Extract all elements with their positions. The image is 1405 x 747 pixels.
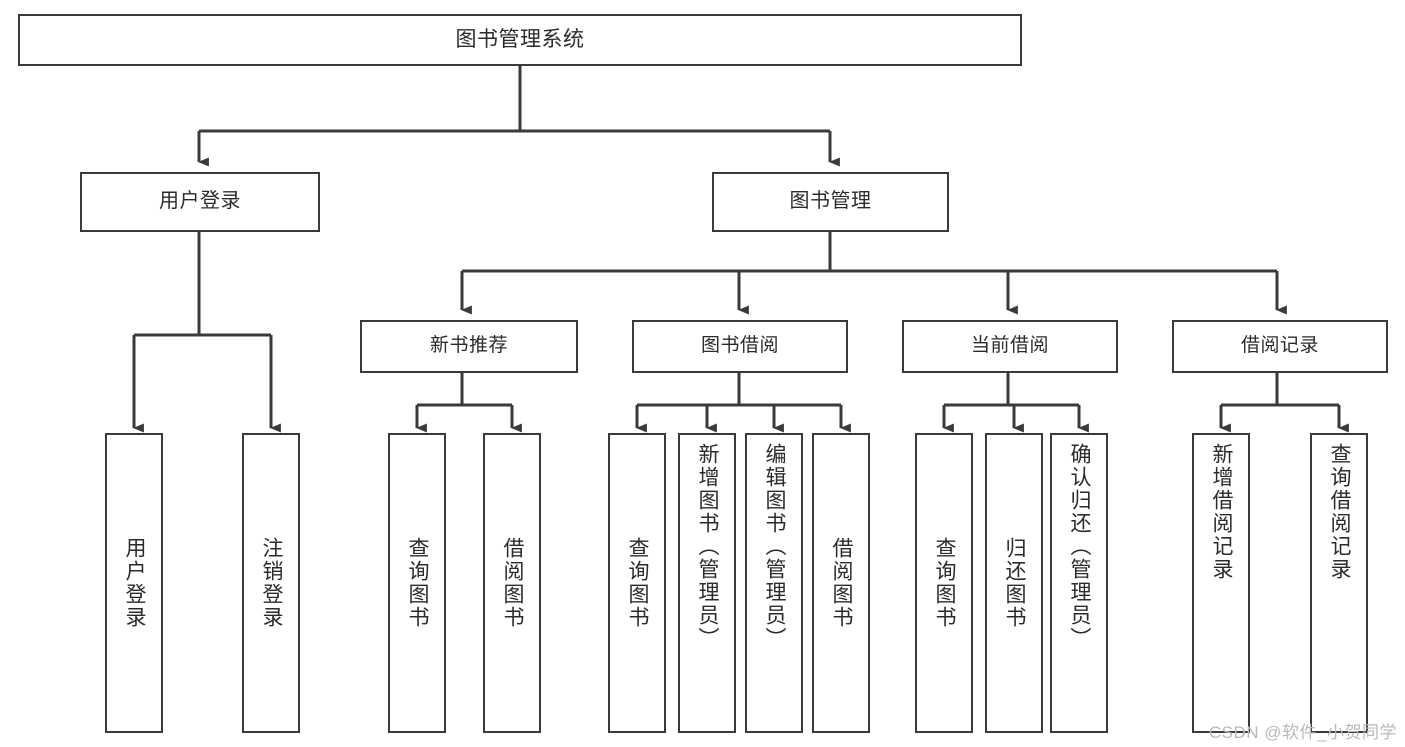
node-current-borrow[interactable]: 当前借阅 [902, 320, 1118, 373]
node-leaf-add-record[interactable]: 新增借阅记录 [1192, 433, 1250, 733]
node-leaf-query-book-2-label: 查询图书 [626, 537, 650, 629]
node-leaf-user-login[interactable]: 用户登录 [105, 433, 163, 733]
node-leaf-logout-label: 注销登录 [260, 537, 284, 629]
node-leaf-confirm-return[interactable]: 确认归还（管理员） [1050, 433, 1108, 733]
node-leaf-borrow-book-1-label: 借阅图书 [501, 537, 525, 629]
node-leaf-add-book[interactable]: 新增图书（管理员） [678, 433, 736, 733]
node-leaf-borrow-book-2-label: 借阅图书 [830, 537, 854, 629]
node-borrow-record[interactable]: 借阅记录 [1172, 320, 1388, 373]
node-root-label: 图书管理系统 [455, 27, 585, 51]
node-book-management-label: 图书管理 [789, 190, 872, 213]
node-leaf-query-book-2[interactable]: 查询图书 [608, 433, 666, 733]
node-leaf-query-record-label: 查询借阅记录 [1328, 443, 1352, 581]
node-leaf-user-login-label: 用户登录 [123, 537, 147, 629]
node-leaf-query-book-1[interactable]: 查询图书 [388, 433, 446, 733]
node-root-book-management-system[interactable]: 图书管理系统 [18, 14, 1022, 66]
node-leaf-add-book-label: 新增图书（管理员） [696, 443, 720, 650]
node-leaf-borrow-book-1[interactable]: 借阅图书 [483, 433, 541, 733]
node-book-borrow[interactable]: 图书借阅 [632, 320, 848, 373]
node-book-borrow-label: 图书借阅 [700, 335, 779, 357]
node-borrow-record-label: 借阅记录 [1240, 335, 1319, 357]
node-new-book-recommend[interactable]: 新书推荐 [360, 320, 578, 373]
node-new-book-recommend-label: 新书推荐 [429, 335, 508, 357]
node-leaf-edit-book-label: 编辑图书（管理员） [763, 443, 787, 650]
node-leaf-query-book-1-label: 查询图书 [406, 537, 430, 629]
node-leaf-return-book[interactable]: 归还图书 [985, 433, 1043, 733]
node-leaf-logout[interactable]: 注销登录 [242, 433, 300, 733]
node-user-login-label: 用户登录 [159, 190, 241, 213]
watermark: CSDN @软件_小贺同学 [1208, 723, 1397, 742]
node-leaf-query-record[interactable]: 查询借阅记录 [1310, 433, 1368, 733]
node-leaf-add-record-label: 新增借阅记录 [1210, 443, 1234, 581]
node-leaf-return-book-label: 归还图书 [1003, 537, 1027, 629]
node-leaf-edit-book[interactable]: 编辑图书（管理员） [745, 433, 803, 733]
node-user-login[interactable]: 用户登录 [80, 172, 320, 232]
node-leaf-query-book-3[interactable]: 查询图书 [915, 433, 973, 733]
node-leaf-borrow-book-2[interactable]: 借阅图书 [812, 433, 870, 733]
node-book-management[interactable]: 图书管理 [712, 172, 949, 232]
node-leaf-confirm-return-label: 确认归还（管理员） [1068, 443, 1092, 650]
node-current-borrow-label: 当前借阅 [970, 335, 1049, 357]
node-leaf-query-book-3-label: 查询图书 [933, 537, 957, 629]
